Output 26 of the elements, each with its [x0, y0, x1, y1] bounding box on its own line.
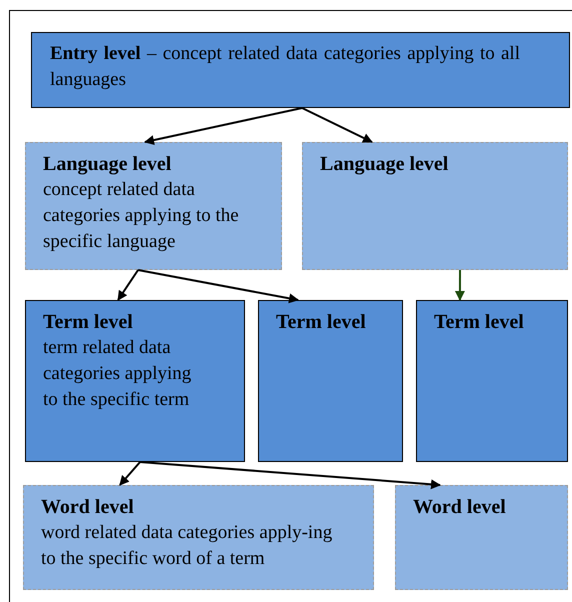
dashed-level-box [25, 142, 282, 270]
box-heading: Term level [276, 310, 367, 335]
level-box [31, 32, 570, 108]
arrow [144, 107, 302, 145]
box-heading: Word level [41, 495, 135, 520]
box-text: Entry level – concept related data categories applying to all languages [50, 42, 520, 92]
dashed-level-box [23, 485, 374, 590]
box-heading: Language level [320, 152, 450, 177]
arrow [140, 461, 441, 490]
level-box [416, 300, 568, 462]
box-heading: Term level [43, 310, 134, 335]
arrow [119, 461, 141, 486]
box-text: word related data categories apply-ing to the specific word of a term [41, 521, 333, 571]
box-heading: Term level [434, 310, 525, 335]
dashed-level-box [395, 485, 568, 590]
arrow [454, 270, 465, 301]
box-text: concept related data categories applying to the specific language [43, 178, 240, 254]
dashed-level-box [302, 142, 568, 270]
arrow [117, 269, 139, 301]
level-box [25, 300, 245, 462]
arrow [138, 269, 299, 304]
box-heading: Word level [413, 495, 507, 520]
arrow [302, 107, 373, 143]
level-box [258, 300, 403, 462]
box-heading: Language level [43, 152, 172, 177]
box-text: term related data categories applying to the specific term [43, 336, 192, 412]
